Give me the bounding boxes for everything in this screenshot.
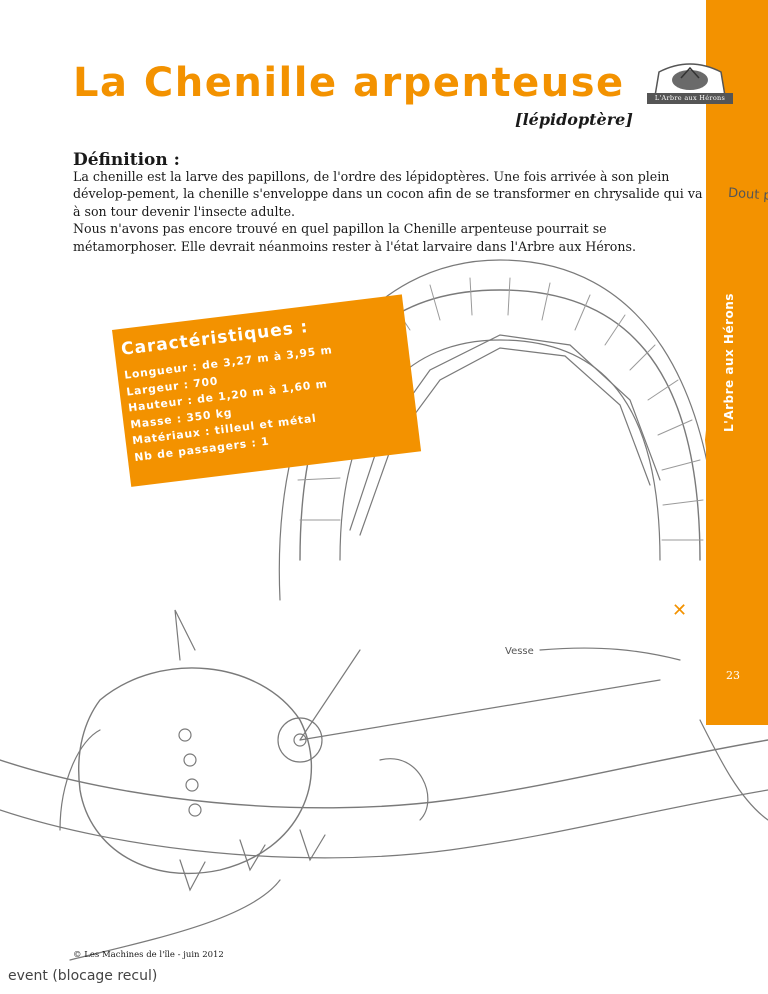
definition-heading: Définition : [73,150,180,170]
page-title: La Chenille arpenteuse [73,60,625,106]
logo-text: L'Arbre aux Hérons [654,94,726,102]
heron-tree-logo [647,63,733,104]
page-subtitle: [lépidoptère] [515,110,633,129]
sketch-note-middle: Vesse [505,646,534,657]
page-number: 23 [726,669,740,682]
definition-paragraph: Nous n'avons pas encore trouvé en quel p… [73,221,636,254]
sketch-note-bottom: event (blocage recul) [8,968,158,984]
footer-copyright: © Les Machines de l'île - juin 2012 [73,950,224,960]
sidebar-rough-edge [705,0,720,725]
definition-body: La chenille est la larve des papillons, … [73,168,705,255]
sidebar-label: L'Arbre aux Hérons [722,293,736,432]
definition-paragraph: La chenille est la larve des papillons, … [73,169,703,219]
cross-mark-icon: ✕ [672,600,688,621]
